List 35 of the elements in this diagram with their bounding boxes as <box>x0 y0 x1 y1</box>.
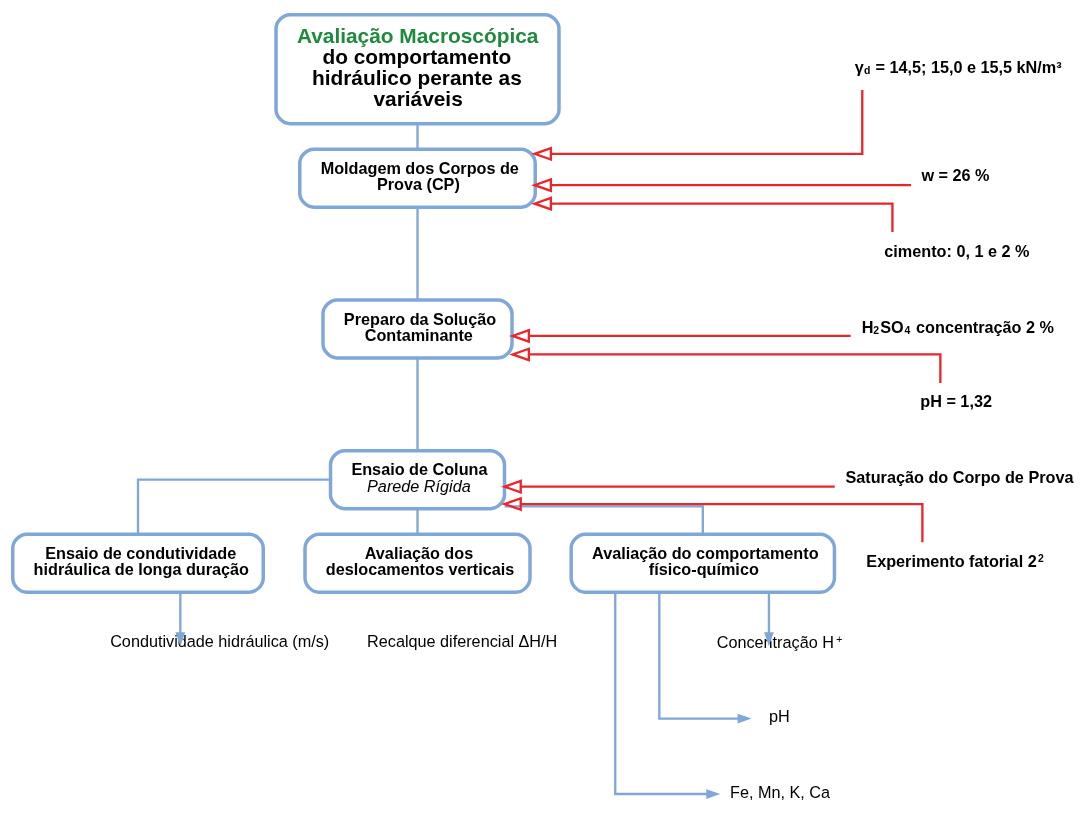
connector <box>416 207 419 300</box>
arrow <box>531 90 864 162</box>
node-text: H2SO4 concentração 2 % <box>861 317 1054 336</box>
node-text: pH <box>768 707 790 726</box>
arrow <box>509 328 851 344</box>
arrow <box>531 196 894 233</box>
node-text: Saturação do Corpo de Prova <box>845 467 1074 486</box>
connector <box>416 124 419 150</box>
node-box: Ensaio de Coluna Parede Rígida <box>328 448 507 511</box>
node-text: γd = 14,5; 15,0 e 15,5 kN/m³ <box>854 57 1062 77</box>
node-label: Recalque diferencial ΔH/H <box>367 631 558 650</box>
node-text: Concentração H+ <box>716 632 843 651</box>
arrow <box>531 177 911 193</box>
arrow <box>658 592 752 724</box>
arrow <box>509 347 942 383</box>
node-box: Avaliação Macroscópica do comportamento hidráulico perante as variáveis <box>274 12 561 126</box>
node-text: cimento: 0, 1 e 2 % <box>884 241 1030 260</box>
connector <box>136 478 331 534</box>
connector <box>504 505 704 535</box>
connector <box>416 358 419 451</box>
arrow <box>175 592 186 647</box>
arrow <box>764 592 774 647</box>
arrow <box>501 479 835 494</box>
arrow <box>614 592 721 799</box>
node-text: pH = 1,32 <box>920 392 992 411</box>
node-text: Condutividade hidráulica (m/s) <box>110 631 330 650</box>
node-text: w = 26 % <box>921 166 990 185</box>
node-box: Avaliação do comportamento físico-químico <box>569 532 837 594</box>
node-box: Moldagem dos Corpos de Prova (CP) <box>298 147 537 209</box>
node-box: Ensaio de condutividade hidráulica de longa duração <box>11 532 265 594</box>
node-text: Fe, Mn, K, Ca <box>730 782 831 801</box>
node-box: Avaliação dos deslocamentos verticais <box>303 532 532 594</box>
connector <box>416 508 419 534</box>
node-box: Preparo da Solução Contaminante <box>321 298 514 360</box>
arrow <box>501 496 924 543</box>
